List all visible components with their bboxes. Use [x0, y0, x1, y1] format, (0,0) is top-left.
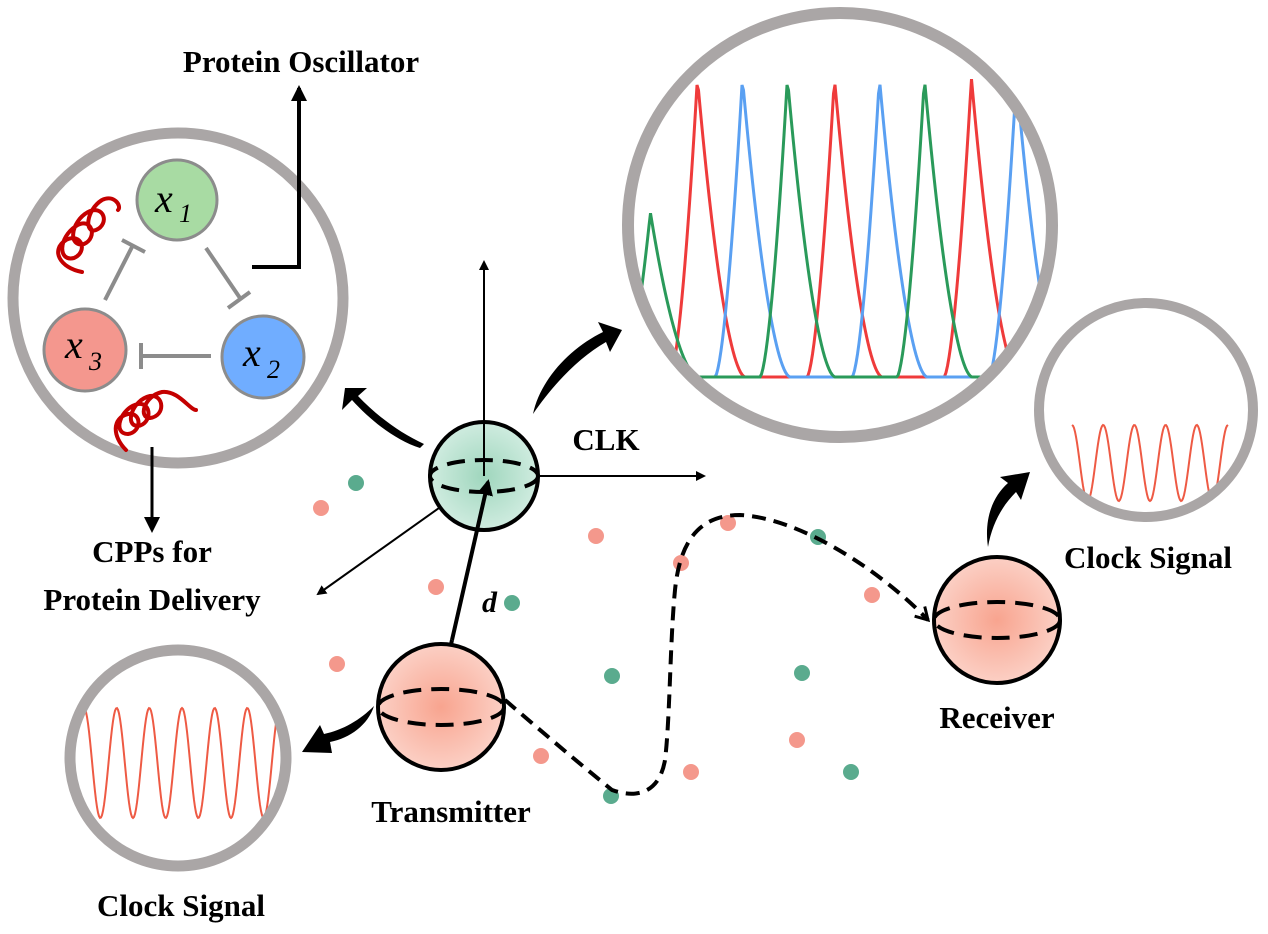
molecule-dot-pink [683, 764, 699, 780]
transmitter-signal-ring [64, 644, 292, 872]
transmitter-cell [376, 642, 506, 772]
label-clock-signal-transmitter: Clock Signal [97, 888, 265, 923]
receiver-clock-signal [1071, 423, 1229, 503]
oscillation-ring [622, 7, 1058, 443]
label-transmitter: Transmitter [371, 794, 531, 829]
molecule-dot-pink [864, 587, 880, 603]
molecule-dot-green [843, 764, 859, 780]
molecule-dots [313, 475, 880, 804]
molecule-dot-pink [428, 579, 444, 595]
repression-edge-x2-x3 [139, 343, 211, 369]
oscillator-output-arrow [252, 85, 307, 269]
receiver-signal-panel [1034, 298, 1258, 522]
receiver-cell [932, 555, 1062, 685]
molecule-dot-pink [588, 528, 604, 544]
node-x3-subscript: 3 [88, 347, 102, 376]
protein-helix-icon-bottom [113, 389, 198, 452]
molecule-dot-pink [789, 732, 805, 748]
curved-arrow-to-transmitter-signal [302, 706, 374, 753]
node-x3: x 3 [42, 307, 128, 393]
molecule-dot-green [794, 665, 810, 681]
curved-arrow-to-oscillation [533, 322, 622, 414]
label-protein-oscillator: Protein Oscillator [183, 44, 419, 79]
molecule-dot-pink [329, 656, 345, 672]
label-clock-signal-receiver: Clock Signal [1064, 540, 1232, 575]
node-x1-subscript: 1 [179, 199, 192, 228]
oscillation-series-x3 [640, 78, 1048, 379]
repression-edge-x1-x2 [204, 246, 252, 310]
node-x2: x 2 [220, 314, 306, 400]
node-x2-subscript: 2 [267, 355, 280, 384]
clk-cell [428, 420, 540, 532]
node-x1: x 1 [135, 158, 219, 242]
node-x2-symbol: x [242, 330, 261, 375]
node-x3-symbol: x [64, 322, 83, 367]
oscillation-panel [622, 7, 1058, 443]
transmitter-signal-panel [64, 644, 292, 872]
label-cpps-line2: Protein Delivery [43, 582, 261, 617]
molecule-dot-green [604, 668, 620, 684]
molecule-dot-pink [313, 500, 329, 516]
curved-arrow-to-oscillator [342, 388, 424, 448]
label-receiver: Receiver [939, 700, 1055, 735]
label-clk: CLK [572, 422, 639, 457]
receiver-signal-ring [1034, 298, 1258, 522]
molecule-dot-pink [720, 515, 736, 531]
propagation-path [503, 512, 931, 796]
molecule-dot-green [348, 475, 364, 491]
label-distance: d [482, 586, 498, 619]
node-x1-symbol: x [154, 176, 173, 221]
distance-arrow [450, 479, 493, 641]
molecule-dot-green [504, 595, 520, 611]
transmitter-clock-signal [83, 706, 281, 820]
oscillator-panel: x 1 x 2 x 3 [7, 85, 349, 533]
curved-arrow-to-receiver-signal [986, 472, 1030, 547]
label-cpps-line1: CPPs for [92, 534, 212, 569]
protein-helix-icon [56, 196, 121, 274]
repression-edge-x3-x1 [103, 238, 146, 301]
molecule-dot-pink [533, 748, 549, 764]
